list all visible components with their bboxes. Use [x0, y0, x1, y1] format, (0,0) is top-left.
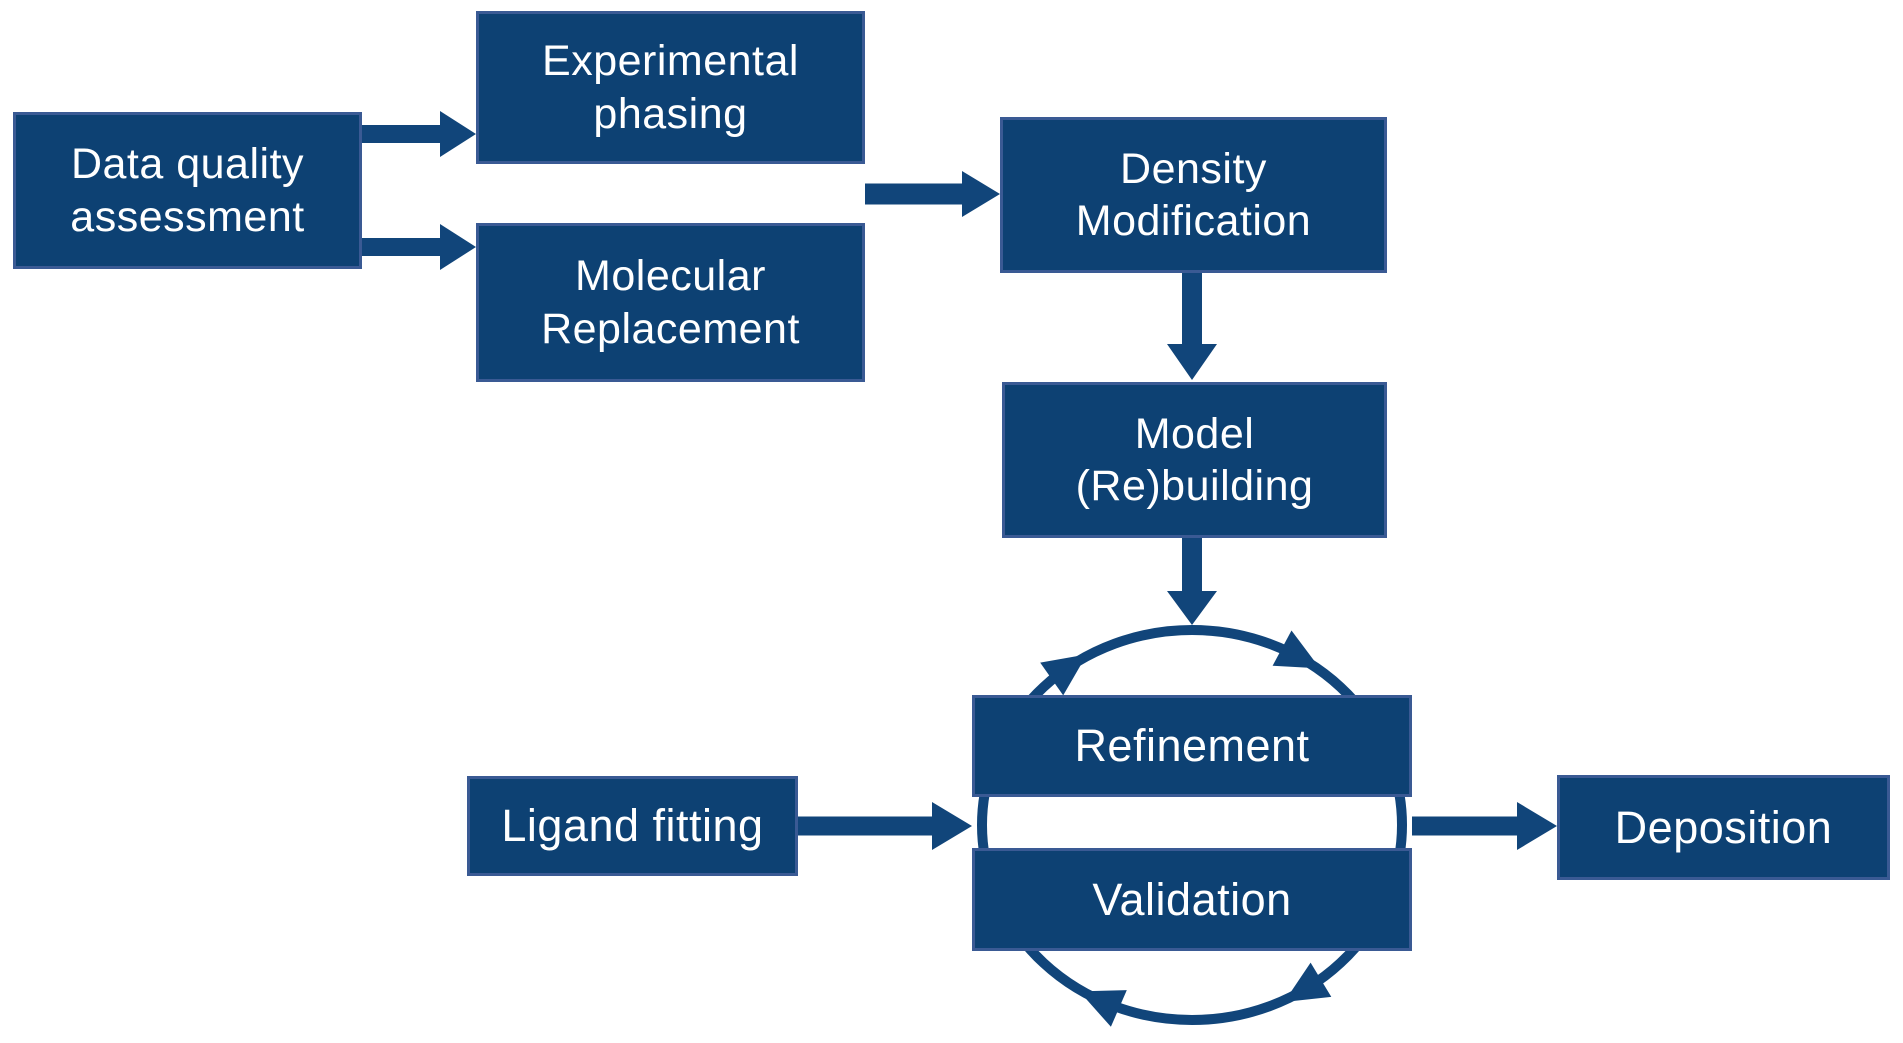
node-label-line: Density [1120, 144, 1267, 193]
node-label-line: Model [1134, 409, 1255, 458]
node-validation: Validation [972, 848, 1412, 951]
arrow-data-quality-to-experimental-phasing [362, 111, 476, 157]
node-label-line: Data quality [70, 140, 305, 189]
arrow-density-modification-to-model-rebuilding [1167, 273, 1217, 380]
node-label-line: assessment [70, 192, 305, 241]
node-label: Refinement [1074, 720, 1310, 772]
node-label-line: (Re)building [1075, 462, 1314, 510]
refinement-validation-cycle-circle [977, 625, 1407, 1025]
node-density-modification: Density Modification [1000, 117, 1387, 273]
cycle-clockwise-arrowhead-2 [1272, 630, 1320, 669]
arrow-ligand-fitting-to-cycle [798, 802, 972, 850]
node-deposition: Deposition [1557, 775, 1890, 880]
cycle-clockwise-arrowhead-3 [1284, 962, 1332, 1002]
node-label-line: phasing [593, 89, 748, 138]
node-ligand-fitting: Ligand fitting [467, 776, 798, 876]
node-label-line: Replacement [541, 304, 800, 353]
node-refinement: Refinement [972, 695, 1412, 797]
arrow-model-rebuilding-to-cycle [1167, 538, 1217, 625]
node-data-quality-assessment: Data quality assessment [13, 112, 362, 269]
node-label: Validation [1092, 873, 1292, 925]
node-label-line: Modification [1075, 197, 1312, 245]
cycle-clockwise-arrowhead-1 [1040, 654, 1087, 696]
cycle-clockwise-arrowhead-4 [1079, 990, 1127, 1027]
node-molecular-replacement: Molecular Replacement [476, 223, 865, 382]
node-experimental-phasing: Experimental phasing [476, 11, 865, 164]
node-label: Ligand fitting [501, 800, 764, 852]
node-label: Deposition [1614, 801, 1833, 853]
arrow-phasing-branches-to-density-modification [865, 171, 1000, 217]
arrow-cycle-to-deposition [1412, 802, 1557, 850]
node-label-line: Molecular [575, 252, 766, 301]
node-label-line: Experimental [542, 37, 799, 86]
arrow-data-quality-to-molecular-replacement [362, 224, 476, 270]
node-model-rebuilding: Model (Re)building [1002, 382, 1387, 538]
